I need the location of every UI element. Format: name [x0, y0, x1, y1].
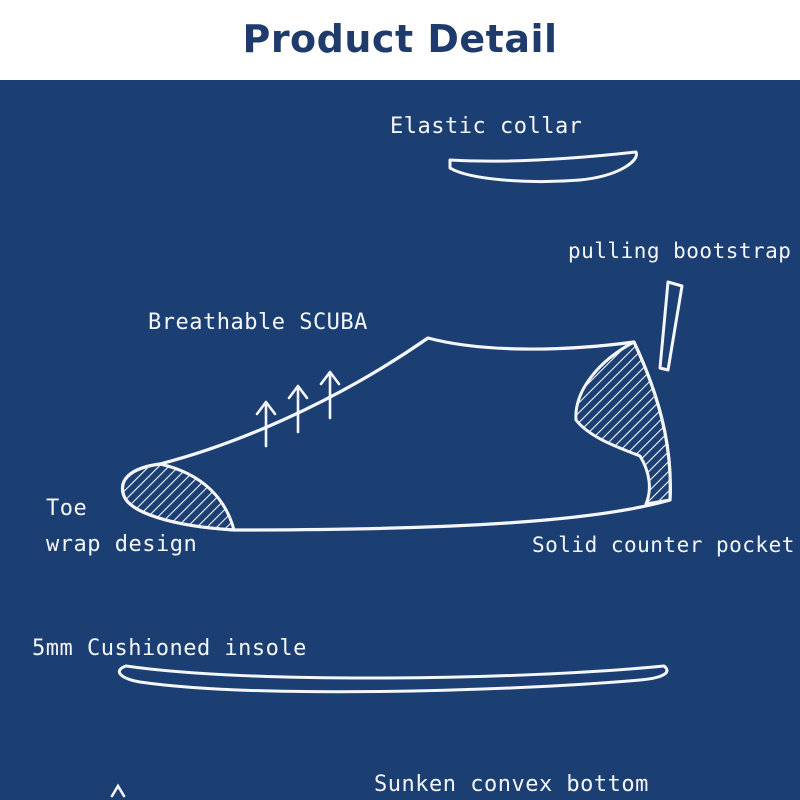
insole-piece [117, 664, 669, 694]
header: Product Detail [0, 0, 800, 80]
shoe-sketch [110, 150, 684, 798]
collar-piece [448, 150, 638, 183]
hatched-toe-cap [121, 462, 236, 532]
label-elastic-collar: Elastic collar [390, 114, 583, 139]
label-toe-line2: wrap design [46, 532, 198, 557]
page-title: Product Detail [242, 17, 558, 61]
label-breathable-scuba: Breathable SCUBA [148, 310, 368, 335]
bootstrap-tab [658, 280, 684, 372]
label-pulling-bootstrap: pulling bootstrap [568, 239, 792, 263]
shoe-outline [121, 336, 672, 532]
label-sunken-convex-bottom: Sunken convex bottom [374, 772, 649, 797]
up-arrow-icon [255, 370, 341, 448]
product-diagram-panel: Elastic collar pulling bootstrap Breatha… [0, 80, 800, 800]
label-solid-counter-pocket: Solid counter pocket [532, 533, 795, 557]
hatched-heel-counter [574, 340, 672, 506]
label-toe-line1: Toe [46, 496, 88, 521]
label-cushioned-insole: 5mm Cushioned insole [32, 636, 307, 661]
